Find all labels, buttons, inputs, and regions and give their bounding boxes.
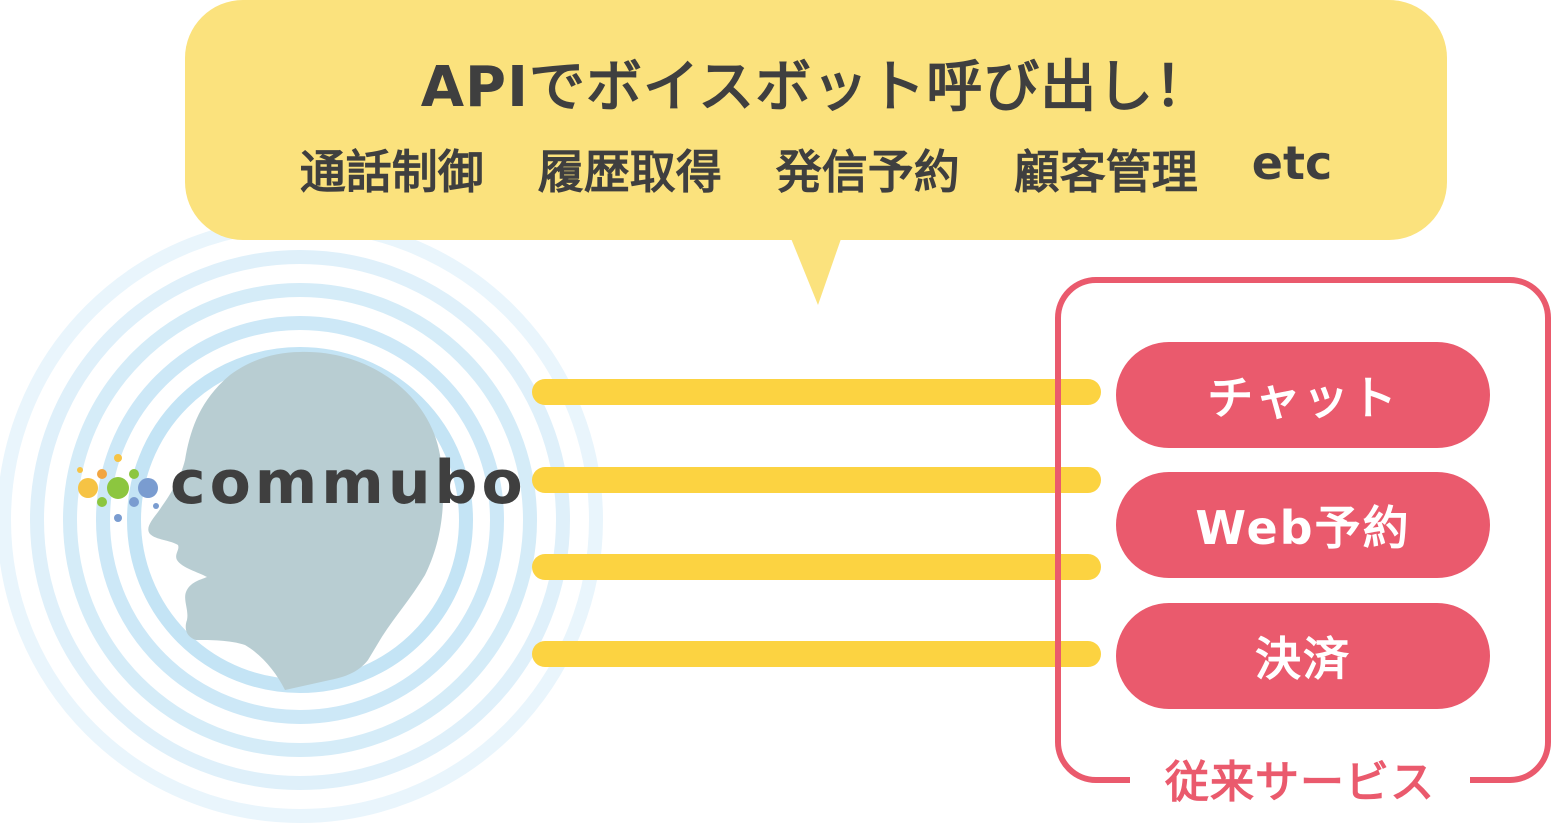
wave-ring <box>30 250 570 790</box>
feature-customer-management: 顧客管理 <box>1013 145 1198 199</box>
bubble-title: APIでボイスボット呼び出し！ <box>420 55 1212 120</box>
wave-ring <box>63 283 537 757</box>
service-frame-caption: 従来サービス <box>1130 748 1470 808</box>
commubo-logo-icon <box>77 454 159 522</box>
service-payment: 決済 <box>1116 603 1490 709</box>
feature-call-control: 通話制御 <box>299 145 484 199</box>
connector-lines <box>532 379 1101 667</box>
service-chat: チャット <box>1116 342 1490 448</box>
feature-etc: etc <box>1251 136 1333 190</box>
feature-scheduled-call: 発信予約 <box>775 145 960 199</box>
service-web-reservation: Web予約 <box>1116 472 1490 578</box>
feature-history: 履歴取得 <box>537 145 722 199</box>
commubo-logo-text: commubo <box>170 448 527 518</box>
speech-bubble <box>185 0 1447 305</box>
head-silhouette-icon <box>148 351 444 690</box>
feature-list: 通話制御 履歴取得 発信予約 顧客管理 etc <box>185 136 1447 202</box>
wave-ring <box>96 316 504 724</box>
bubble-tail <box>790 236 842 305</box>
